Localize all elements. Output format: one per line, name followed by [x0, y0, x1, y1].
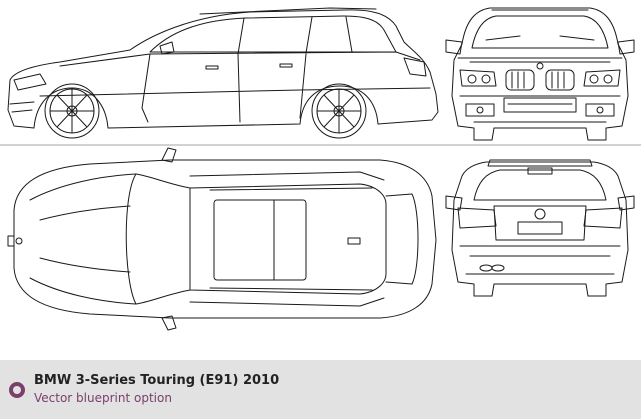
top-view: [7, 147, 437, 331]
radio-ring-icon: [9, 382, 25, 398]
rear-view: [445, 159, 635, 297]
side-view: [7, 7, 439, 139]
caption-subtitle-link[interactable]: Vector blueprint option: [34, 391, 172, 405]
blueprint-image: [0, 7, 641, 331]
caption-bar: BMW 3-Series Touring (E91) 2010 Vector b…: [0, 360, 641, 419]
caption-title: BMW 3-Series Touring (E91) 2010: [34, 373, 280, 388]
front-view: [445, 7, 635, 141]
